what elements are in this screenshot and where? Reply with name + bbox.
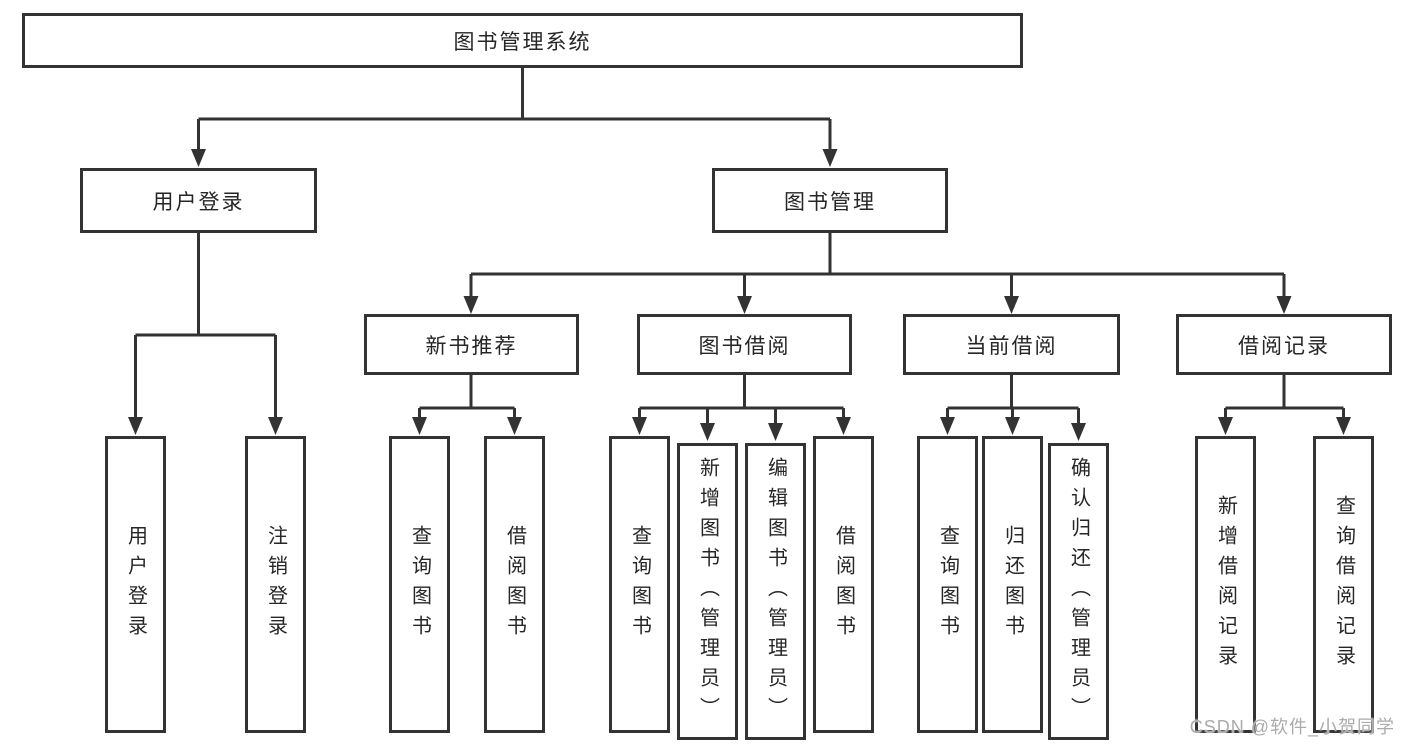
leaf-add-borrow-record: 新增借阅记录: [1195, 436, 1256, 733]
leaf-query-books-current: 查询图书: [917, 436, 978, 733]
node-label: 图书管理: [784, 190, 876, 214]
leaf-user-login: 用户登录: [105, 436, 166, 733]
connector-new-book-recommend-children: [412, 375, 522, 435]
node-new-book-recommend: 新书推荐: [364, 314, 579, 375]
leaf-label: 借阅图书: [503, 524, 526, 645]
node-library-management-system: 图书管理系统: [22, 13, 1023, 68]
leaf-label: 新增图书（管理员）: [696, 456, 719, 727]
leaf-label: 查询图书: [628, 524, 651, 645]
leaf-borrow-books-recommend: 借阅图书: [484, 436, 545, 733]
connector-root-to-l2: [191, 68, 838, 167]
node-label: 图书借阅: [698, 334, 791, 358]
leaf-return-books: 归还图书: [982, 436, 1043, 733]
connector-user-login-children: [128, 233, 283, 435]
connector-borrow-records-children: [1218, 375, 1351, 435]
node-label: 新书推荐: [425, 334, 518, 358]
leaf-query-books-borrow: 查询图书: [609, 436, 670, 733]
node-book-borrow: 图书借阅: [637, 314, 852, 375]
node-label: 借阅记录: [1238, 334, 1330, 358]
leaf-add-book-admin: 新增图书（管理员）: [677, 443, 738, 740]
leaf-label: 查询图书: [408, 524, 431, 645]
connector-book-management-children: [463, 233, 1292, 314]
leaf-confirm-return-admin: 确认归还（管理员）: [1048, 443, 1109, 740]
node-label: 用户登录: [152, 190, 245, 214]
connector-book-borrow-children: [632, 375, 851, 441]
leaf-query-books-recommend: 查询图书: [389, 436, 450, 733]
leaf-label: 注销登录: [264, 524, 287, 645]
leaf-label: 新增借阅记录: [1214, 494, 1237, 675]
leaf-label: 用户登录: [124, 524, 147, 645]
leaf-label: 归还图书: [1001, 524, 1024, 645]
leaf-label: 确认归还（管理员）: [1067, 456, 1090, 727]
node-current-borrow: 当前借阅: [903, 314, 1120, 375]
leaf-label: 借阅图书: [832, 524, 855, 645]
node-label: 当前借阅: [965, 334, 1058, 358]
node-user-login: 用户登录: [80, 168, 317, 233]
connector-current-borrow-children: [940, 375, 1086, 441]
leaf-logout: 注销登录: [245, 436, 306, 733]
leaf-query-borrow-record: 查询借阅记录: [1313, 436, 1374, 733]
leaf-borrow-books-2: 借阅图书: [813, 436, 874, 733]
leaf-edit-book-admin: 编辑图书（管理员）: [745, 443, 806, 740]
csdn-watermark: CSDN @软件_小贺同学: [1189, 717, 1395, 737]
leaf-label: 查询借阅记录: [1332, 494, 1355, 675]
node-borrow-records: 借阅记录: [1176, 314, 1392, 375]
leaf-label: 查询图书: [936, 524, 959, 645]
leaf-label: 编辑图书（管理员）: [764, 456, 787, 727]
node-book-management: 图书管理: [712, 168, 948, 233]
node-label: 图书管理系统: [453, 30, 592, 54]
